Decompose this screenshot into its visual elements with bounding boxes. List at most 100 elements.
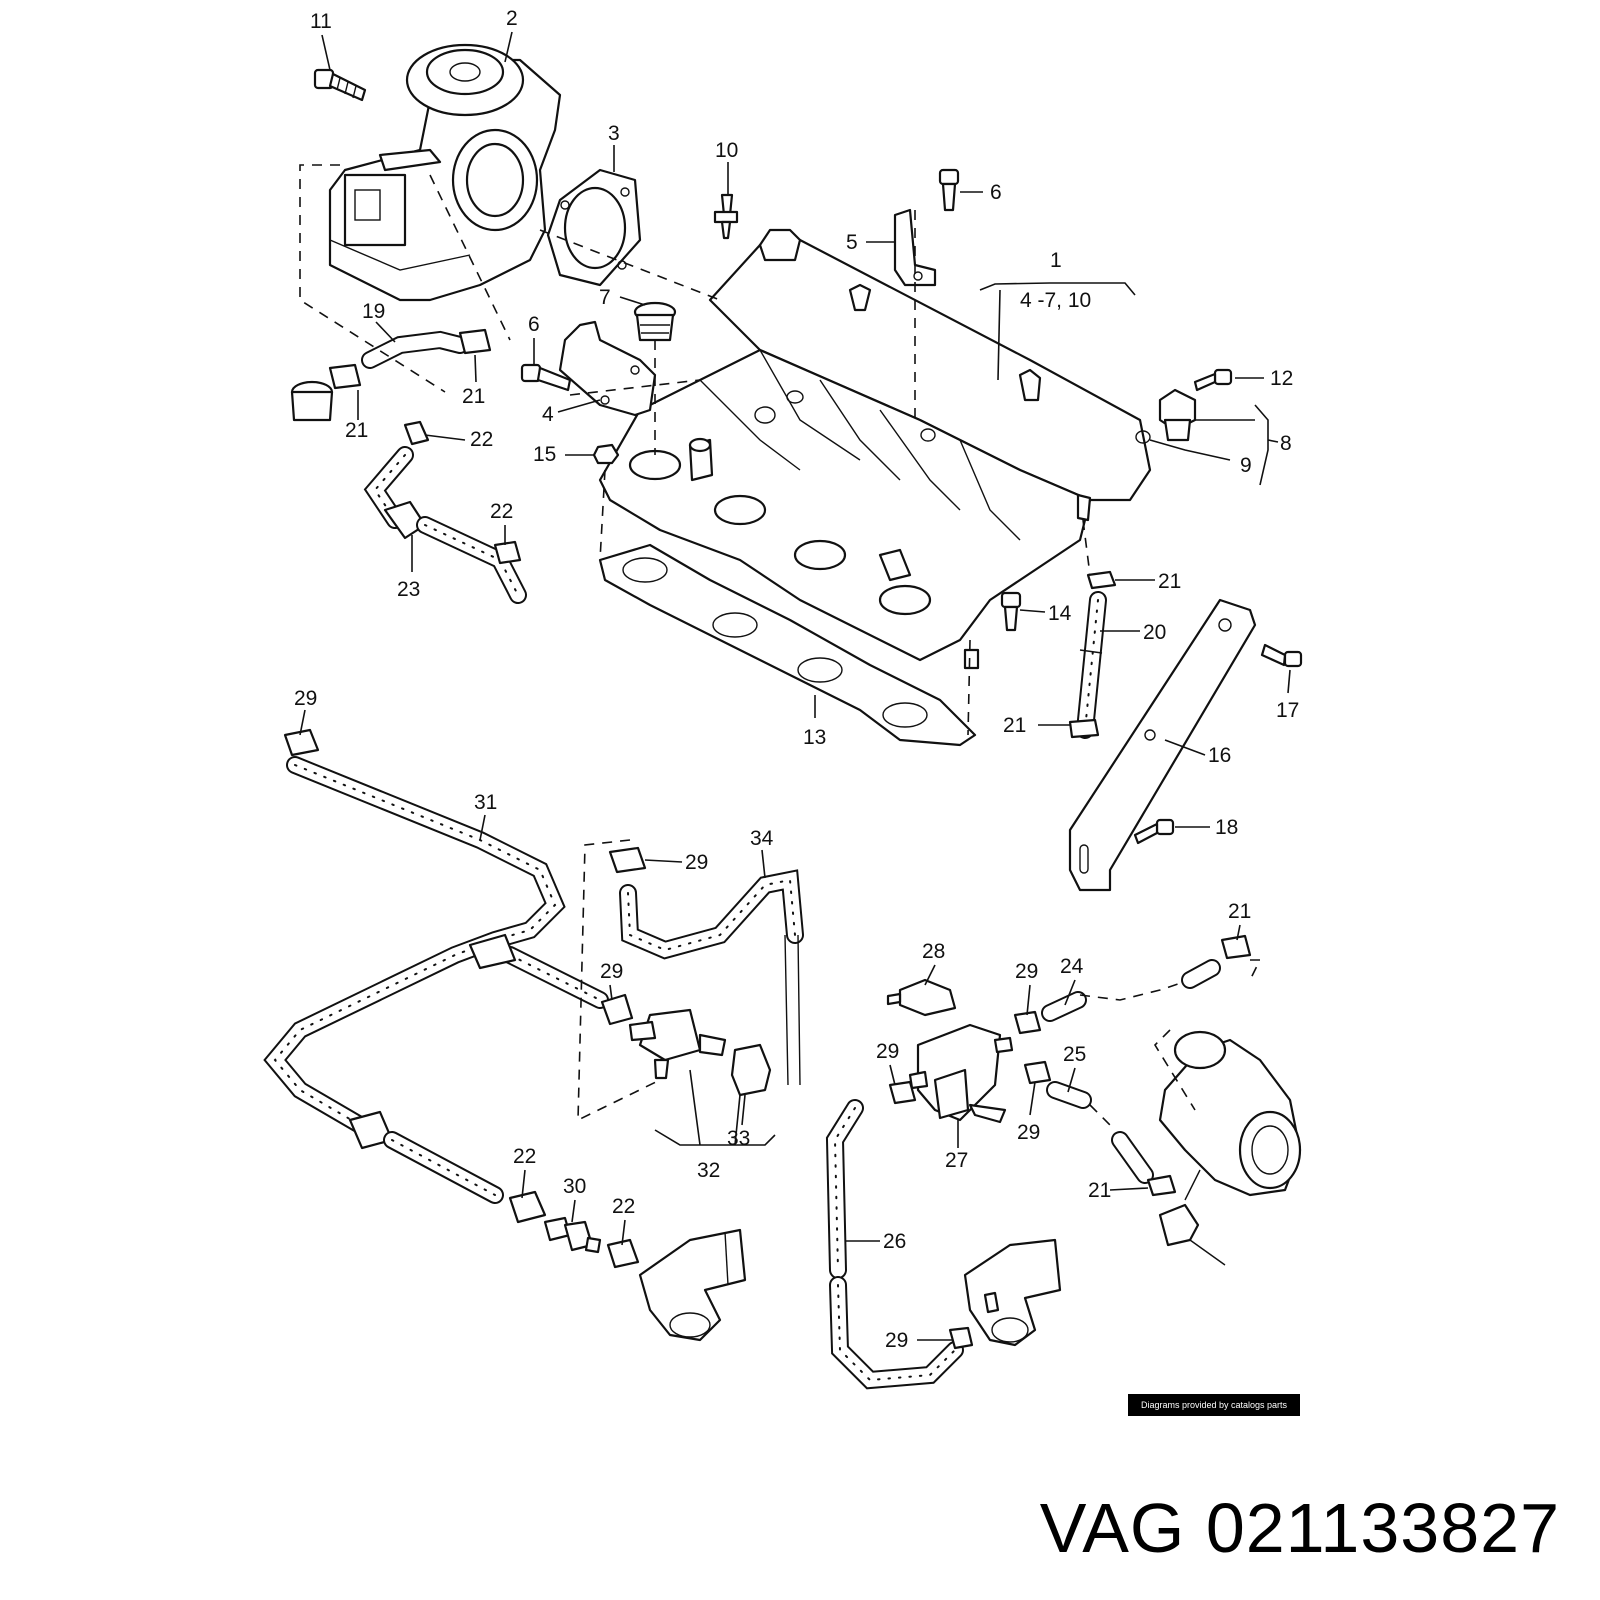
valve-part-21-b [290,363,362,422]
hose-part-19 [361,330,469,369]
bracket-part-16 [1068,598,1257,892]
callout-17: 17 [1276,699,1299,722]
credit-badge: Diagrams provided by catalogs parts [1128,1394,1300,1416]
actuator-part [1158,1169,1226,1266]
assembly-line [539,229,721,301]
gasket-part-13 [598,543,977,747]
throttle-body-part [328,43,562,302]
assembly-line [599,469,606,561]
nut-part-15 [592,443,620,465]
callout-5: 5 [846,231,858,254]
callout-22: 22 [513,1145,536,1168]
callout-10: 10 [715,139,738,162]
clamp-part-21-upper [1086,570,1117,590]
clamp-part-22-c [508,1190,547,1224]
assembly-line [569,379,701,396]
callout-26: 26 [883,1230,906,1253]
clamp-part-33 [730,1043,772,1097]
callout-19: 19 [362,300,385,323]
bolt-part-17 [1260,643,1303,668]
callout-31: 31 [474,791,497,814]
bolt-part-11 [313,68,367,102]
callout-29: 29 [1015,960,1038,983]
callout-21: 21 [1088,1179,1111,1202]
assembly-line [967,639,971,736]
callout-21: 21 [1158,570,1181,593]
valve-part-28 [886,978,957,1017]
callout-22: 22 [612,1195,635,1218]
callout-29: 29 [876,1040,899,1063]
callout-11: 11 [310,10,332,33]
bracket-part-5 [893,208,937,287]
callout-33: 33 [727,1127,750,1150]
callout-3: 3 [608,122,620,145]
clamp-part-21-a [458,328,492,355]
callout-1-range: 4 -7, 10 [1020,289,1091,312]
clamp-part-29-e [888,1080,917,1105]
clamp-part-21-f [1146,1174,1177,1197]
callout-16: 16 [1208,744,1231,767]
solenoid-part-27 [908,1023,1014,1124]
callout-25: 25 [1063,1043,1086,1066]
bolt-part-18 [1133,818,1175,845]
callout-22: 22 [490,500,513,523]
callout-21: 21 [1003,714,1026,737]
callout-21: 21 [462,385,485,408]
stud-part-10 [713,193,739,240]
bolt-part-6-top [938,168,960,212]
clamp-part-22-b [493,540,522,565]
callout-14: 14 [1048,602,1072,625]
bolt-part-14 [1000,591,1022,632]
callout-28: 28 [922,940,945,963]
fitting-part-22-a [403,420,430,446]
callout-1: 1 [1050,249,1062,272]
intake-pipe-right [963,1238,1062,1347]
callout-22: 22 [470,428,493,451]
callout-34: 34 [750,827,774,850]
callout-29: 29 [685,851,708,874]
hose-part-31 [263,756,609,1204]
callout-20: 20 [1143,621,1166,644]
callout-32: 32 [697,1159,720,1182]
turbocharger-part [1153,1029,1302,1197]
bolt-part-12 [1193,368,1233,392]
clamp-part-22-d [606,1238,640,1269]
cap-part-7 [633,301,677,342]
assembly-line [1082,519,1091,576]
hose-part-34 [619,869,804,1086]
clamp-part-29-g [948,1326,974,1350]
callout-4: 4 [542,403,554,426]
callout-23: 23 [397,578,420,601]
callout-29: 29 [294,687,317,710]
leader-lines [299,31,1291,1341]
assembly-line [577,839,661,1122]
callout-29: 29 [600,960,623,983]
callout-6: 6 [528,313,540,336]
clamp-part-21-e [1220,934,1252,960]
sensor-part-8 [1135,388,1197,444]
bracket-part-4 [558,320,657,417]
hose-part-20 [1076,591,1107,739]
hose-part-23 [363,446,527,604]
assembly-line [1249,959,1262,981]
callout-12: 12 [1270,367,1293,390]
gasket-part-3 [546,168,642,287]
callout-30: 30 [563,1175,586,1198]
hose-part-24 [1041,959,1221,1022]
intake-pipe-left [638,1228,747,1342]
callout-7: 7 [599,286,611,309]
callout-18: 18 [1215,816,1238,839]
callout-29: 29 [1017,1121,1040,1144]
callout-24: 24 [1060,955,1084,978]
callout-labels: 11 2 3 10 6 5 1 4 -7, 10 7 19 6 21 21 4 … [294,7,1299,1352]
assembly-line [299,164,446,393]
clamp-part-29-c [600,993,634,1026]
callout-21: 21 [345,419,368,442]
clamp-part-29-a [283,728,320,757]
callout-13: 13 [803,726,826,749]
callout-6: 6 [990,181,1002,204]
callout-8: 8 [1280,432,1292,455]
part-number-caption: VAG 021133827 [1039,1489,1560,1567]
intake-manifold-part [598,228,1152,670]
